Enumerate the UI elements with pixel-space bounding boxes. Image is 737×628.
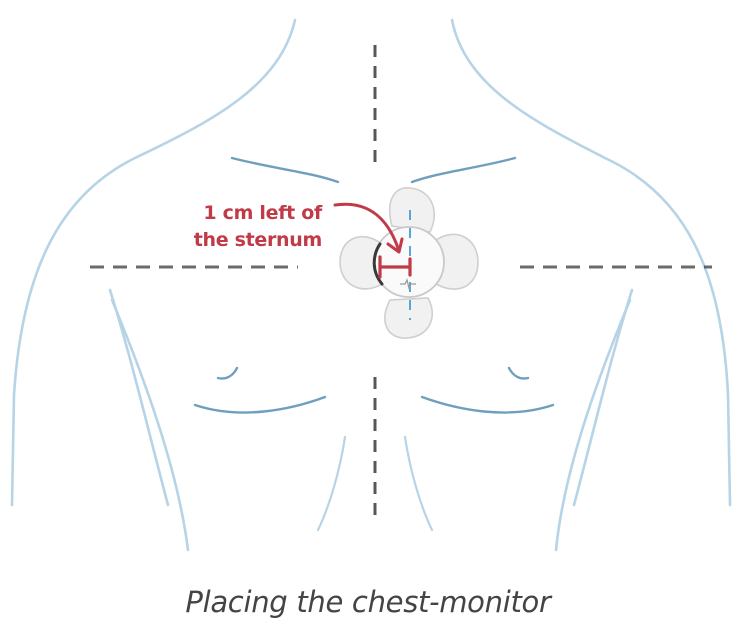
annotation-line-1: 1 cm left of bbox=[203, 202, 323, 224]
left-clavicle bbox=[232, 158, 338, 182]
figure-caption: Placing the chest-monitor bbox=[185, 585, 553, 619]
left-nipple-mark bbox=[218, 368, 237, 379]
right-arm-inner-line bbox=[574, 290, 632, 505]
right-clavicle bbox=[412, 158, 515, 182]
left-pectoral-line bbox=[195, 397, 325, 413]
device-petal-bottom bbox=[385, 298, 432, 338]
device-petal-top bbox=[390, 188, 435, 232]
left-rib-line bbox=[318, 437, 345, 530]
left-neck-shoulder-line bbox=[12, 20, 295, 505]
right-nipple-mark bbox=[509, 368, 528, 379]
right-neck-shoulder-line bbox=[452, 20, 730, 505]
right-pectoral-line bbox=[422, 397, 553, 413]
annotation-line-2: the sternum bbox=[194, 229, 322, 251]
right-rib-line bbox=[405, 437, 432, 530]
left-arm-inner-line bbox=[110, 290, 168, 505]
